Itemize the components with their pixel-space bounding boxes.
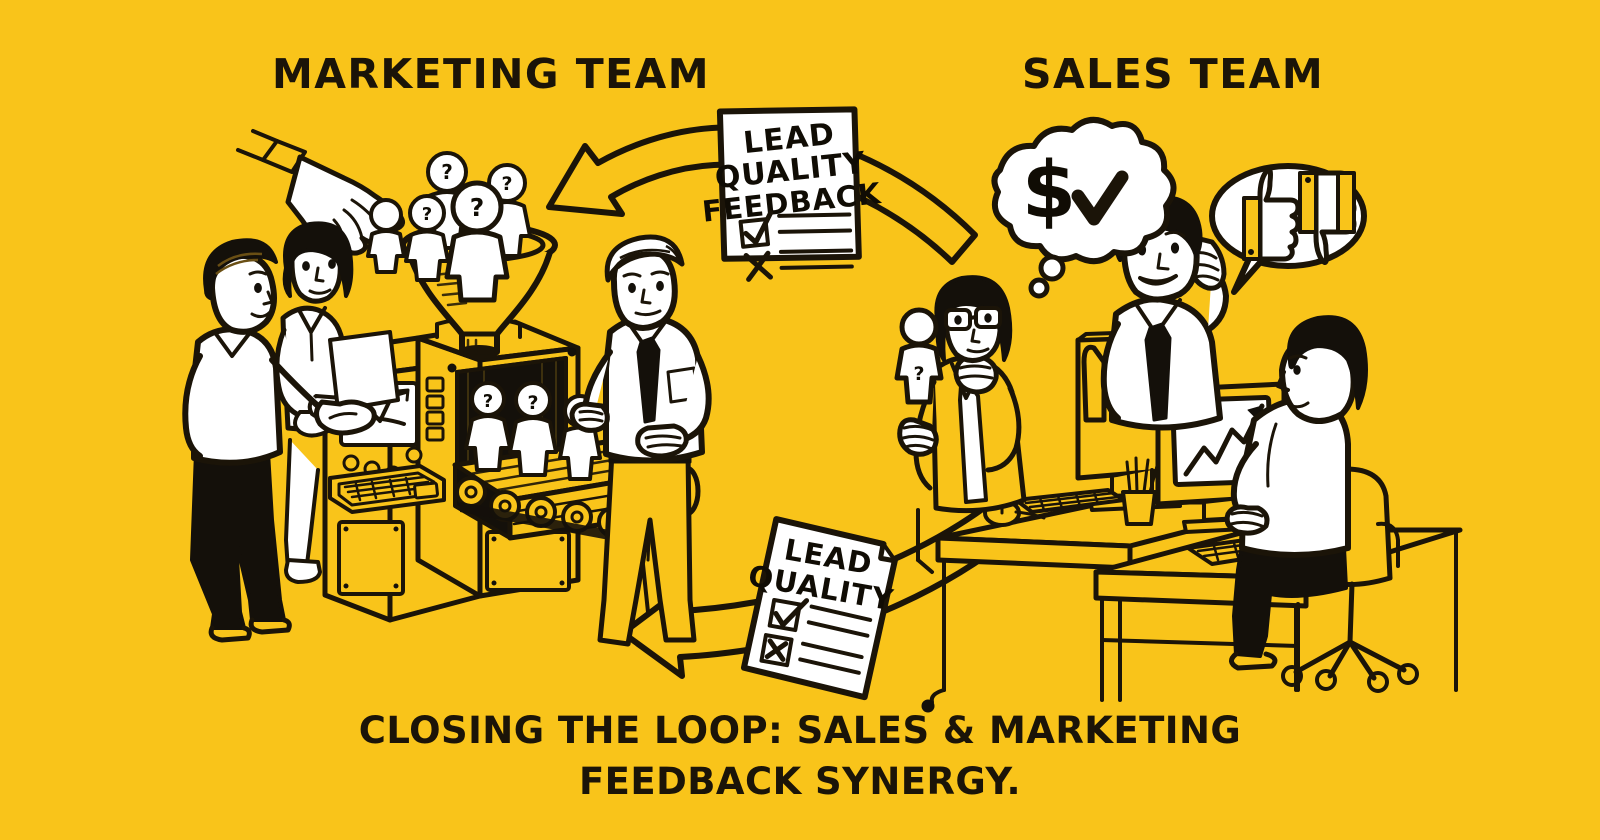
marketing-team-scene: ? ? ? ? <box>182 129 712 647</box>
cross-mark-icon <box>743 250 773 282</box>
svg-text:?: ? <box>913 363 924 385</box>
svg-text:?: ? <box>441 160 453 184</box>
lead-quality-feedback-document: LEAD QUALITY FEEDBACK <box>701 106 884 282</box>
dollar-sign-icon: $ <box>1022 146 1076 236</box>
lead-figure: ? <box>444 180 510 303</box>
salesperson-inspecting-lead: ? <box>894 275 1027 574</box>
lead-figure: ? <box>404 194 450 282</box>
svg-text:?: ? <box>422 204 432 225</box>
svg-text:?: ? <box>501 173 512 195</box>
ruled-lines <box>798 604 873 675</box>
lead-figure: ? <box>508 381 558 477</box>
check-checkbox <box>738 210 774 249</box>
cross-checkbox <box>759 633 794 668</box>
thought-bubble-money-approved: $ <box>991 117 1177 299</box>
lead-figures-in-funnel: ? ? ? ? <box>404 151 532 303</box>
pen-cup <box>1121 456 1159 526</box>
marketer-at-conveyor <box>569 234 712 647</box>
caption-line-2: FEEDBACK SYNERGY. <box>578 760 1022 804</box>
marketer-standing-front <box>182 238 406 643</box>
svg-text:?: ? <box>527 392 538 414</box>
caption: CLOSING THE LOOP: SALES & MARKETING FEED… <box>0 705 1600 807</box>
thumbs-up-icon <box>1242 167 1301 262</box>
lead-figure-held: ? <box>894 307 944 405</box>
sales-team-scene: ? <box>894 195 1463 713</box>
hand-dropping-lead <box>236 129 406 274</box>
check-mark-icon <box>1071 170 1129 226</box>
svg-text:$: $ <box>1022 146 1076 236</box>
lead-figure: ? <box>464 381 512 472</box>
header-sales-team: SALES TEAM <box>1022 50 1325 98</box>
thumbs-down-icon <box>1298 170 1357 265</box>
lead-figure <box>366 198 406 274</box>
svg-text:?: ? <box>470 193 485 222</box>
salesperson-at-computer <box>1224 315 1419 693</box>
speech-bubble-thumbs <box>1209 163 1367 295</box>
header-marketing-team: MARKETING TEAM <box>272 50 710 98</box>
svg-text:?: ? <box>483 391 493 412</box>
lead-figures-on-conveyor: ? ? ? <box>464 381 602 481</box>
check-checkbox <box>767 597 810 633</box>
caption-line-1: CLOSING THE LOOP: SALES & MARKETING <box>358 709 1242 752</box>
lead-quality-document: LEAD QUALITY <box>740 516 898 701</box>
ruled-lines <box>777 212 854 270</box>
